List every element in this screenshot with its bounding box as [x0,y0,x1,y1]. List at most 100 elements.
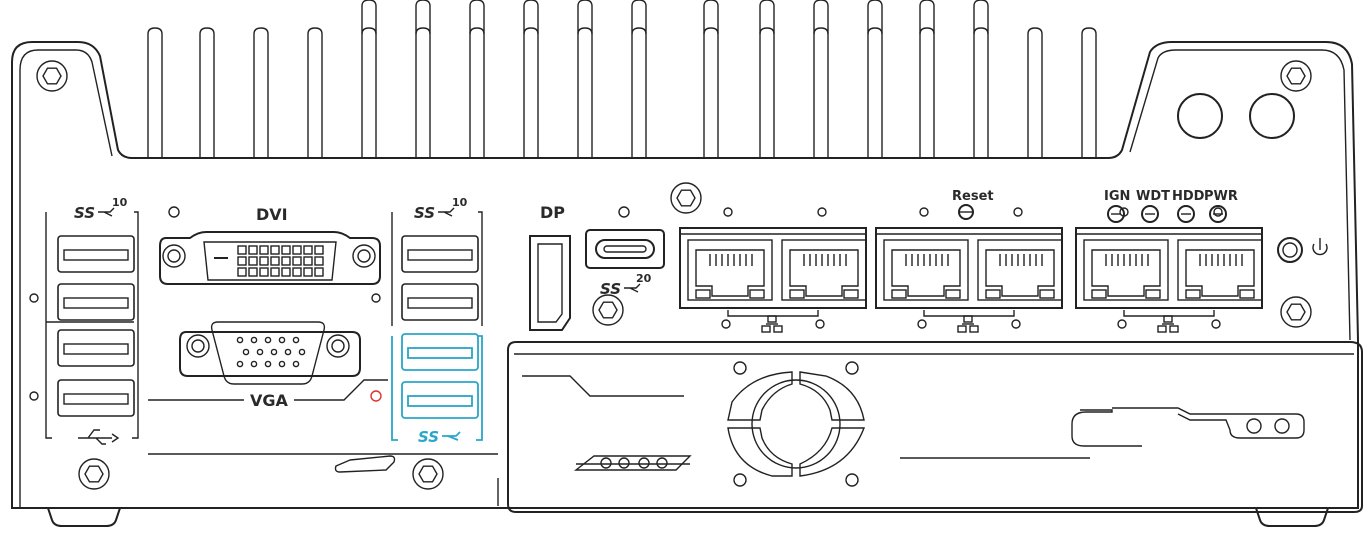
dvi-pin [303,256,313,266]
heatsink-fin [867,27,883,158]
svg-text:SS: SS [414,204,435,222]
jack-screw-icon [162,244,186,268]
screw-icon [78,458,110,490]
fan-grille-icon [727,361,866,487]
svg-text:SS: SS [600,280,621,298]
dvi-pin [270,267,280,277]
heatsink-fin-tall [523,0,539,34]
superspeed-usb-icon: SS 10 [414,196,468,222]
led-icon [1013,207,1023,217]
heatsink-fin [813,27,829,158]
decorative-swirls [573,455,692,471]
led-icon [1213,207,1223,217]
dvi-pin [303,267,313,277]
heatsink-fin [147,27,163,158]
dvi-pin [281,245,291,255]
dvi-pin [292,267,302,277]
dvi-pin [292,245,302,255]
ethernet-port[interactable] [687,239,773,301]
dvi-pin [281,267,291,277]
vga-pin [292,336,300,344]
power-button[interactable] [1277,237,1328,263]
heatsink-fin-tall [973,0,989,34]
heatsink-fin [361,27,377,158]
usb-port[interactable] [401,283,479,321]
antenna-hole-2 [1249,93,1295,139]
reset-button[interactable] [958,204,974,220]
ign-label: IGN [1104,189,1130,204]
screw-icon [412,458,444,490]
power-icon [1312,238,1328,256]
dvi-pin [314,256,324,266]
svg-text:VGA: VGA [250,391,289,410]
heatsink-fin-tall [867,0,883,34]
heatsink-fin [973,27,989,158]
cassette-handle [1071,407,1305,447]
screw-icon [670,182,702,214]
dvi-pin [292,256,302,266]
dvi-pin [237,245,247,255]
ethernet-port[interactable] [1177,239,1263,301]
vga-pin [264,336,272,344]
heatsink-fin [919,27,935,158]
led-icon [723,207,733,217]
usb-port[interactable] [401,235,479,273]
vga-port[interactable] [179,321,361,385]
dvi-pin [259,245,269,255]
wdt-label: WDT [1136,189,1170,204]
dvi-port[interactable]: DVI [159,205,381,285]
svg-text:DVI: DVI [256,205,288,224]
usb-port[interactable] [57,283,135,321]
led-icon [817,207,827,217]
screw-icon [36,60,68,92]
left-foot [47,507,121,527]
vga-pin [250,336,258,344]
displayport-port[interactable]: DP [529,203,571,331]
heatsink-fin [253,27,269,158]
heatsink-fin-tall [919,0,935,34]
led-icon [1141,205,1159,223]
heatsink-fin [307,27,323,158]
led-icon [1177,205,1195,223]
usb-middle-stack: SS 10 [371,196,483,326]
dvi-pin [314,267,324,277]
usb-port[interactable] [57,235,135,273]
right-foot [1255,507,1329,527]
jack-screw-icon [186,334,210,358]
dvi-pin [270,256,280,266]
dvi-pin [248,267,258,277]
red-led-icon [370,390,382,402]
led-icon [1209,205,1227,223]
ethernet-block [875,207,1063,333]
reset-label: Reset [952,189,994,204]
svg-text:SS: SS [74,204,95,222]
chassis-outline [11,41,1359,509]
ethernet-port[interactable] [781,239,867,301]
svg-text:20: 20 [636,272,652,285]
heatsink-fin [523,27,539,158]
usb-highlighted-stack: SS [391,333,483,446]
dvi-led [168,206,180,218]
jack-screw-icon [326,334,350,358]
superspeed-usb-icon: SS 20 [600,272,652,298]
dvi-pin [281,256,291,266]
heatsink-fin-tall [577,0,593,34]
usb-c-port[interactable]: SS 20 [585,206,665,298]
vga-pin [242,348,250,356]
screws [36,60,1312,490]
heatsink-fin [759,27,775,158]
usb-port[interactable] [57,379,135,417]
screw-icon [592,294,624,326]
heatsink-fin [1027,27,1043,158]
usb-port[interactable] [57,329,135,367]
usb-port[interactable] [401,381,479,419]
heatsink-fin [469,27,485,158]
ethernet-port[interactable] [977,239,1063,301]
usb-port[interactable] [401,333,479,371]
ethernet-port[interactable] [883,239,969,301]
ethernet-port[interactable] [1083,239,1169,301]
latch-handle [334,455,396,473]
heatsink-fin-tall [469,0,485,34]
heatsink-fin-tall [703,0,719,34]
